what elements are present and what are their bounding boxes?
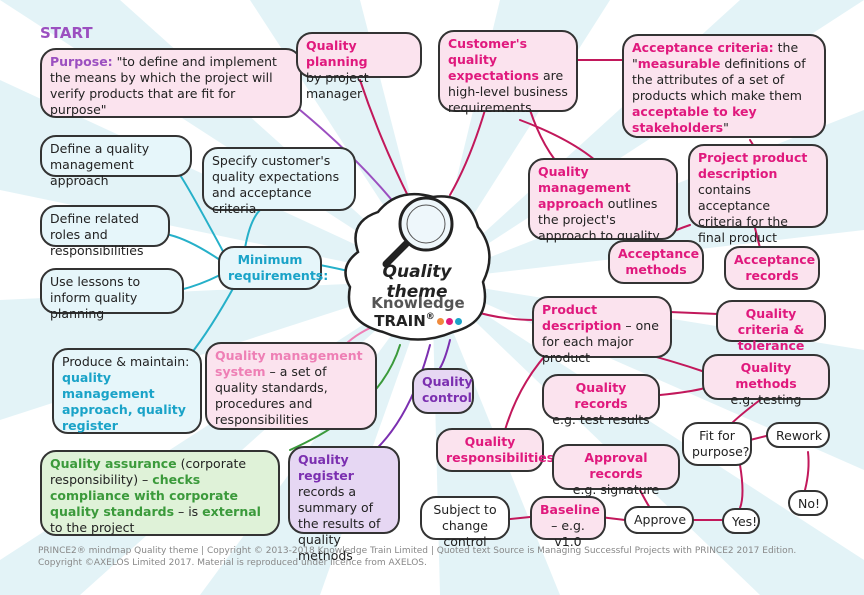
- minimum-requirements-node: Minimum requirements:: [218, 246, 328, 290]
- start-label: START: [40, 24, 93, 42]
- purpose-node: Purpose: "to define and implement the me…: [40, 48, 302, 118]
- project-product-description-node: Project product description contains acc…: [688, 144, 828, 245]
- subject-change-control-node: Subject to change control: [420, 496, 510, 549]
- acceptance-records-node: Acceptance records: [724, 246, 820, 290]
- yes-node: Yes!: [722, 508, 760, 534]
- quality-management-system-node: Quality management system – a set of qua…: [205, 342, 377, 430]
- quality-management-approach-node: Quality management approach outlines the…: [528, 158, 678, 243]
- brand-train: TRAIN®: [358, 312, 478, 330]
- quality-assurance-node: Quality assurance (corporate responsibil…: [40, 450, 280, 536]
- min-item-quality-approach: Define a quality management approach: [40, 135, 192, 188]
- brand-knowledge: Knowledge: [371, 294, 465, 312]
- quality-responsibilities-node: Quality responsibilities: [436, 428, 554, 472]
- approve-node: Approve: [624, 506, 694, 534]
- acceptance-methods-node: Acceptance methods: [608, 240, 704, 284]
- quality-control-node: Quality control: [412, 368, 474, 414]
- min-item-use-lessons: Use lessons to inform quality planning: [40, 268, 184, 321]
- min-item-define-roles: Define related roles and responsibilitie…: [40, 205, 170, 258]
- quality-register-node: Quality register records a summary of th…: [288, 446, 400, 563]
- customer-quality-expectations-node: Customer's quality expectations are high…: [438, 30, 578, 115]
- fit-for-purpose-node: Fit for purpose?: [682, 422, 752, 466]
- produce-maintain-node: Produce & maintain: quality management a…: [52, 348, 202, 434]
- product-description-node: Product description – one for each major…: [532, 296, 672, 365]
- center-title: Quality theme: [382, 262, 452, 302]
- min-item-specify-expectations: Specify customer's quality expectations …: [202, 147, 356, 216]
- quality-criteria-tolerance-node: Quality criteria & tolerance: [716, 300, 826, 353]
- acceptance-criteria-node: Acceptance criteria: the "measurable def…: [622, 34, 826, 138]
- footer-copyright: PRINCE2® mindmap Quality theme | Copyrig…: [38, 546, 797, 568]
- magnifier-icon: [344, 192, 491, 341]
- no-node: No!: [788, 490, 828, 516]
- rework-node: Rework: [766, 422, 830, 448]
- baseline-node: Baseline– e.g. v1.0: [530, 496, 606, 549]
